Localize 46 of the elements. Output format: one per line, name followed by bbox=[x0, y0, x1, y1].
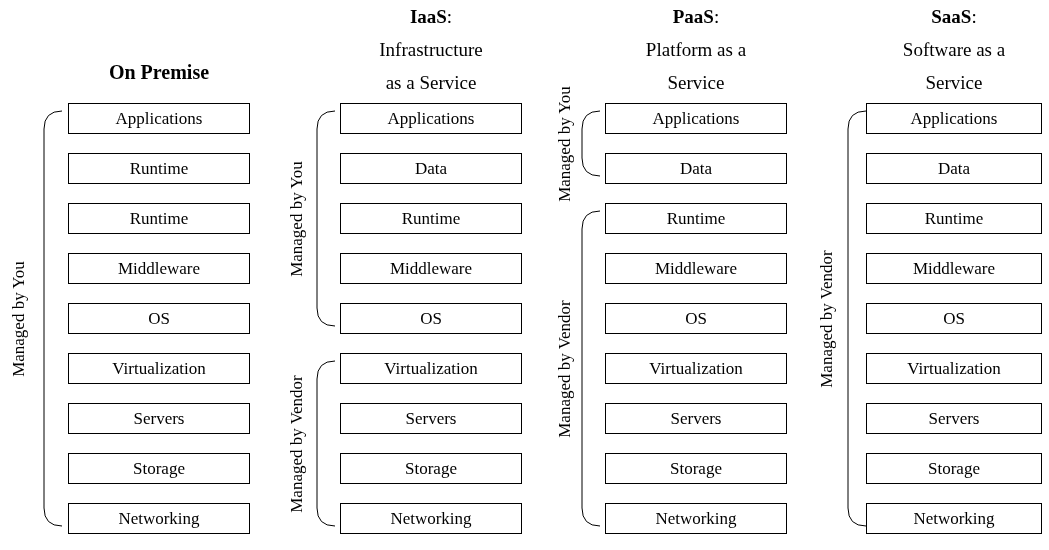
layer-box: OS bbox=[866, 303, 1042, 334]
layer-box: Runtime bbox=[605, 203, 787, 234]
layer-box: Applications bbox=[340, 103, 522, 134]
layer-box: Data bbox=[866, 153, 1042, 184]
layer-box: Middleware bbox=[340, 253, 522, 284]
layer-box: Servers bbox=[605, 403, 787, 434]
layer-box: Runtime bbox=[340, 203, 522, 234]
column-heading: PaaS: Platform as a Service bbox=[644, 5, 748, 95]
layer-box: Virtualization bbox=[605, 353, 787, 384]
layer-box: Networking bbox=[68, 503, 250, 534]
layer-box: OS bbox=[605, 303, 787, 334]
bracket-label: Managed by You bbox=[555, 85, 575, 202]
layer-box: Runtime bbox=[68, 153, 250, 184]
layer-box: Networking bbox=[605, 503, 787, 534]
layer-box: Virtualization bbox=[68, 353, 250, 384]
bracket-label: Managed by Vendor bbox=[817, 249, 837, 388]
column-heading: IaaS: Infrastructure as a Service bbox=[378, 5, 484, 95]
column-heading: SaaS: Software as a Service bbox=[901, 5, 1007, 95]
layer-box: Applications bbox=[605, 103, 787, 134]
layer-box: Runtime bbox=[866, 203, 1042, 234]
layer-box: Storage bbox=[866, 453, 1042, 484]
layer-box: Runtime bbox=[68, 203, 250, 234]
layer-box: Networking bbox=[866, 503, 1042, 534]
layer-box: Middleware bbox=[866, 253, 1042, 284]
layer-box: Applications bbox=[68, 103, 250, 134]
layer-box: OS bbox=[68, 303, 250, 334]
layer-box: Data bbox=[340, 153, 522, 184]
layer-box: Data bbox=[605, 153, 787, 184]
layer-box: Storage bbox=[68, 453, 250, 484]
layer-box: Servers bbox=[68, 403, 250, 434]
bracket-label: Managed by Vendor bbox=[555, 299, 575, 438]
layer-box: Storage bbox=[605, 453, 787, 484]
layer-box: Servers bbox=[866, 403, 1042, 434]
layer-box: Middleware bbox=[605, 253, 787, 284]
layer-box: OS bbox=[340, 303, 522, 334]
layer-box: Virtualization bbox=[340, 353, 522, 384]
bracket-label: Managed by Vendor bbox=[287, 374, 307, 513]
layer-box: Storage bbox=[340, 453, 522, 484]
bracket-label: Managed by You bbox=[287, 160, 307, 277]
bracket-label: Managed by You bbox=[9, 260, 29, 377]
layer-box: Virtualization bbox=[866, 353, 1042, 384]
column-heading: On Premise bbox=[107, 60, 211, 85]
layer-box: Servers bbox=[340, 403, 522, 434]
layer-box: Applications bbox=[866, 103, 1042, 134]
layer-box: Middleware bbox=[68, 253, 250, 284]
layer-box: Networking bbox=[340, 503, 522, 534]
